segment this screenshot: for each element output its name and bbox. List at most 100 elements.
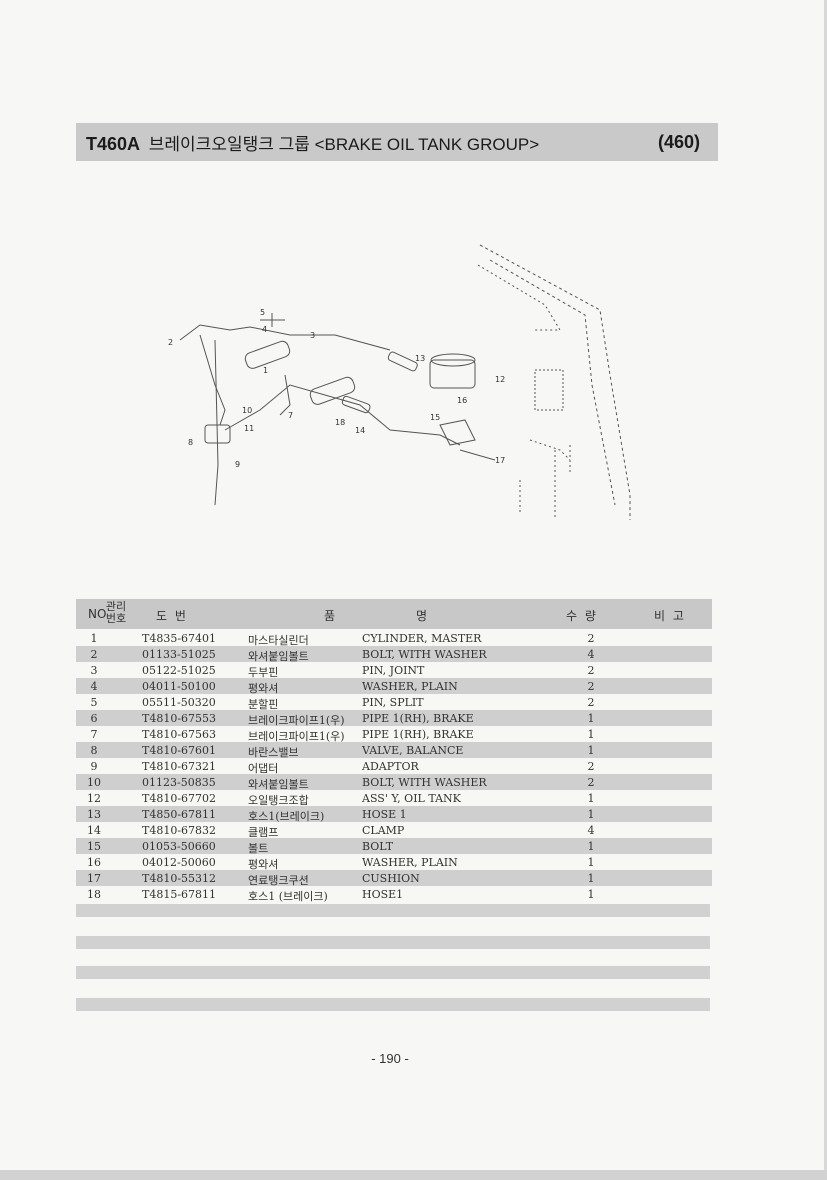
cell-name-english: CYLINDER, MASTER bbox=[362, 632, 482, 645]
section-title: T460A 브레이크오일탱크 그룹 <BRAKE OIL TANK GROUP> bbox=[86, 130, 539, 155]
cell-no: 10 bbox=[87, 776, 101, 789]
cell-part-number: 01123-50835 bbox=[142, 776, 216, 789]
cell-name-english: HOSE1 bbox=[362, 888, 404, 901]
cell-no: 5 bbox=[90, 696, 98, 709]
cell-quantity: 1 bbox=[587, 792, 595, 805]
cushion bbox=[439, 419, 476, 446]
col-item-name-b: 명 bbox=[416, 609, 428, 623]
brake-pipe bbox=[224, 384, 461, 446]
cell-part-number: T4810-67553 bbox=[142, 712, 217, 725]
cell-no: 7 bbox=[90, 728, 98, 741]
parts-table-body: 1 T4835-67401 마스타실린더 CYLINDER, MASTER 2 … bbox=[76, 630, 712, 903]
cell-name-korean: 브레이크파이프1(우) bbox=[248, 714, 345, 727]
cell-part-number: T4835-67401 bbox=[142, 632, 217, 645]
cell-name-english: PIPE 1(RH), BRAKE bbox=[362, 712, 474, 725]
cell-part-number: 05122-51025 bbox=[142, 664, 216, 677]
brake-pipe bbox=[199, 334, 226, 426]
table-row: 2 01133-51025 와셔붙임볼트 BOLT, WITH WASHER 4 bbox=[76, 646, 712, 663]
callout-15: 15 bbox=[430, 413, 440, 422]
cell-name-english: CUSHION bbox=[362, 872, 420, 885]
cell-no: 16 bbox=[87, 856, 101, 869]
callout-8: 8 bbox=[188, 438, 193, 447]
cell-name-english: HOSE 1 bbox=[362, 808, 407, 821]
cell-quantity: 2 bbox=[587, 664, 595, 677]
callout-17: 17 bbox=[495, 456, 505, 465]
cell-quantity: 1 bbox=[587, 744, 595, 757]
cell-quantity: 4 bbox=[587, 648, 595, 661]
empty-table-row bbox=[76, 936, 710, 949]
table-row: 6 T4810-67553 브레이크파이프1(우) PIPE 1(RH), BR… bbox=[76, 710, 712, 727]
callout-13: 13 bbox=[415, 354, 425, 363]
cell-no: 4 bbox=[90, 680, 98, 693]
col-mgmt-no: 관리 번호 bbox=[105, 600, 127, 625]
table-row: 1 T4835-67401 마스타실린더 CYLINDER, MASTER 2 bbox=[76, 630, 712, 647]
cell-name-korean: 볼트 bbox=[248, 842, 269, 855]
col-drawing-no: 도 번 bbox=[156, 609, 188, 623]
scan-edge bbox=[0, 1170, 827, 1180]
cell-name-korean: 클램프 bbox=[248, 826, 279, 839]
table-row: 4 04011-50100 평와셔 WASHER, PLAIN 2 bbox=[76, 678, 712, 695]
cell-part-number: 05511-50320 bbox=[142, 696, 216, 709]
cell-no: 15 bbox=[87, 840, 101, 853]
cell-name-korean: 분할핀 bbox=[248, 698, 279, 711]
cell-no: 14 bbox=[87, 824, 101, 837]
frame-outline bbox=[477, 264, 561, 331]
exploded-parts-diagram: 2 5 4 3 1 10 11 8 9 18 14 13 12 16 15 17… bbox=[168, 244, 631, 520]
table-row: 3 05122-51025 두부핀 PIN, JOINT 2 bbox=[76, 662, 712, 679]
callout-16: 16 bbox=[457, 396, 467, 405]
cell-quantity: 1 bbox=[587, 840, 595, 853]
cell-name-english: WASHER, PLAIN bbox=[362, 680, 458, 693]
callout-18: 18 bbox=[335, 418, 345, 427]
frame-outline bbox=[479, 244, 631, 520]
cell-name-english: BOLT, WITH WASHER bbox=[362, 776, 487, 789]
table-row: 16 04012-50060 평와셔 WASHER, PLAIN 1 bbox=[76, 854, 712, 871]
callout-7: 7 bbox=[288, 411, 293, 420]
cell-quantity: 2 bbox=[587, 776, 595, 789]
empty-table-row bbox=[76, 966, 710, 979]
col-item-name-a: 품 bbox=[324, 609, 336, 623]
cell-part-number: T4810-67601 bbox=[142, 744, 217, 757]
cell-name-korean: 브레이크파이프1(우) bbox=[248, 730, 345, 743]
callout-1: 1 bbox=[263, 366, 268, 375]
table-row: 12 T4810-67702 오일탱크조합 ASS' Y, OIL TANK 1 bbox=[76, 790, 712, 807]
cell-name-korean: 와셔붙임볼트 bbox=[248, 650, 309, 663]
callout-11: 11 bbox=[244, 424, 254, 433]
cell-quantity: 2 bbox=[587, 760, 595, 773]
cell-quantity: 1 bbox=[587, 872, 595, 885]
brake-pipe bbox=[214, 339, 219, 506]
cell-quantity: 1 bbox=[587, 856, 595, 869]
section-title-bar: T460A 브레이크오일탱크 그룹 <BRAKE OIL TANK GROUP>… bbox=[76, 123, 718, 161]
cell-part-number: 01053-50660 bbox=[142, 840, 216, 853]
cell-quantity: 4 bbox=[587, 824, 595, 837]
callout-10: 10 bbox=[242, 406, 252, 415]
cell-part-number: T4850-67811 bbox=[142, 808, 217, 821]
scan-edge bbox=[824, 0, 827, 1180]
cell-quantity: 2 bbox=[587, 632, 595, 645]
cell-name-english: ADAPTOR bbox=[362, 760, 419, 773]
cell-no: 12 bbox=[87, 792, 101, 805]
cell-name-english: CLAMP bbox=[362, 824, 405, 837]
brake-pipe bbox=[179, 324, 391, 351]
cell-name-korean: 호스1(브레이크) bbox=[248, 810, 325, 823]
table-row: 10 01123-50835 와셔붙임볼트 BOLT, WITH WASHER … bbox=[76, 774, 712, 791]
cell-part-number: T4815-67811 bbox=[142, 888, 217, 901]
col-remarks: 비 고 bbox=[654, 609, 686, 623]
cell-part-number: T4810-55312 bbox=[142, 872, 217, 885]
cell-quantity: 1 bbox=[587, 808, 595, 821]
callout-2: 2 bbox=[168, 338, 173, 347]
callout-5: 5 bbox=[260, 308, 265, 317]
leader-line bbox=[260, 313, 285, 327]
callout-12: 12 bbox=[495, 375, 505, 384]
parts-table-header: NO 관리 번호 도 번 품 명 수 량 비 고 bbox=[76, 599, 712, 629]
group-code: (460) bbox=[657, 131, 700, 152]
brake-pipe bbox=[279, 374, 291, 416]
col-no: NO bbox=[88, 607, 107, 621]
cell-no: 6 bbox=[90, 712, 98, 725]
frame-outline bbox=[519, 445, 571, 520]
cell-name-english: VALVE, BALANCE bbox=[362, 744, 464, 757]
callout-14: 14 bbox=[355, 426, 365, 435]
table-row: 15 01053-50660 볼트 BOLT 1 bbox=[76, 838, 712, 855]
cell-name-korean: 바란스밸브 bbox=[248, 746, 299, 759]
cell-name-korean: 호스1 (브레이크) bbox=[248, 890, 328, 903]
cell-name-english: ASS' Y, OIL TANK bbox=[362, 792, 461, 805]
